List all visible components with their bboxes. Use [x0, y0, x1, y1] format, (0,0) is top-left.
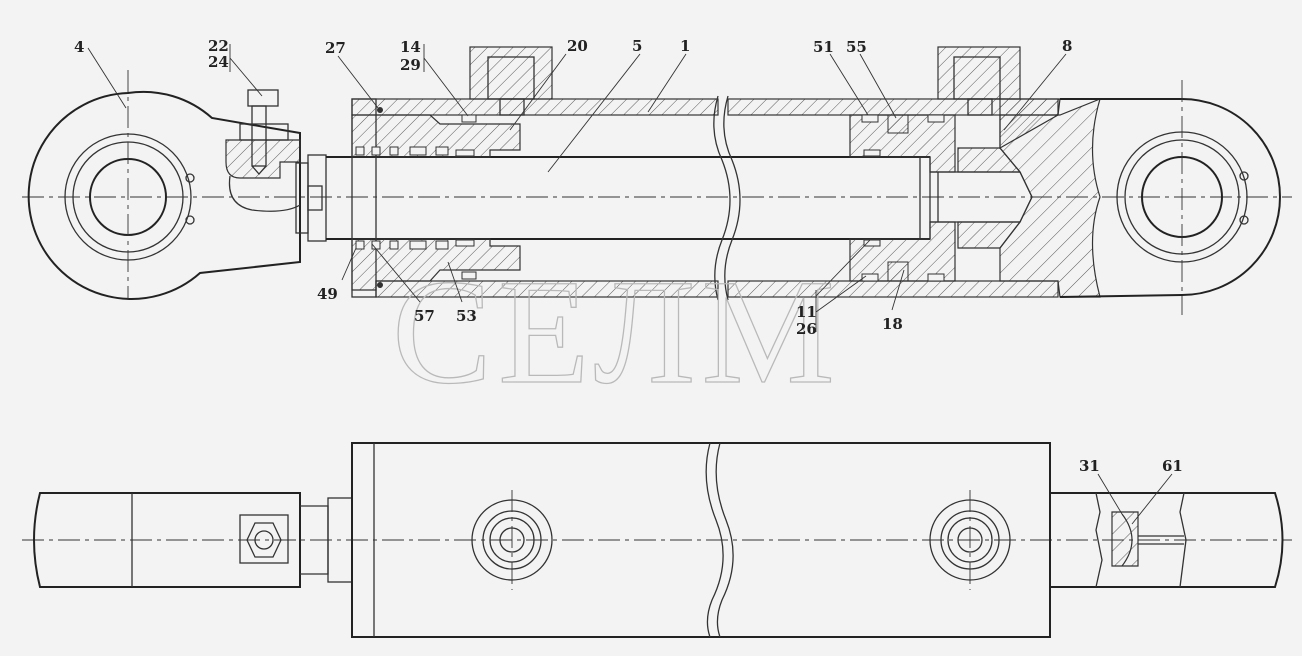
callout-55: 55 [846, 38, 867, 56]
callout-27: 27 [325, 39, 346, 57]
external-view [22, 442, 1292, 638]
callout-22: 22 [208, 37, 229, 55]
callout-49: 49 [317, 285, 338, 303]
piston [849, 114, 1022, 282]
callout-20: 20 [567, 37, 588, 55]
callout-51: 51 [813, 38, 834, 56]
port-cap-end [937, 46, 1021, 100]
gland [351, 98, 521, 298]
callouts: 4 22 24 27 14 29 20 5 1 51 55 8 49 57 53… [74, 37, 1183, 525]
callout-5: 5 [632, 37, 642, 55]
callout-31: 31 [1079, 457, 1100, 475]
rod-collar [295, 162, 309, 234]
callout-4: 4 [74, 38, 84, 56]
watermark-text: СЕЛМ [392, 249, 841, 415]
section-view: СЕЛМ [22, 46, 1292, 416]
callout-1: 1 [680, 37, 690, 55]
callout-8: 8 [1062, 37, 1072, 55]
cap-end-eye [999, 80, 1281, 315]
callout-29: 29 [400, 56, 421, 74]
callout-14: 14 [400, 38, 421, 56]
callout-24: 24 [208, 53, 229, 71]
callout-11: 11 [796, 303, 817, 321]
callout-57: 57 [414, 307, 435, 325]
port-rod-end [469, 46, 553, 100]
rod-eye-side [33, 492, 301, 588]
callout-18: 18 [882, 315, 903, 333]
callout-26: 26 [796, 320, 817, 338]
callout-61: 61 [1162, 457, 1183, 475]
callout-53: 53 [456, 307, 477, 325]
cap-eye-side [1050, 492, 1284, 588]
piston-rod [326, 156, 1033, 240]
cylinder-tube [351, 46, 1059, 301]
rod-eye-left [27, 70, 301, 300]
barrel-side [351, 442, 1051, 638]
